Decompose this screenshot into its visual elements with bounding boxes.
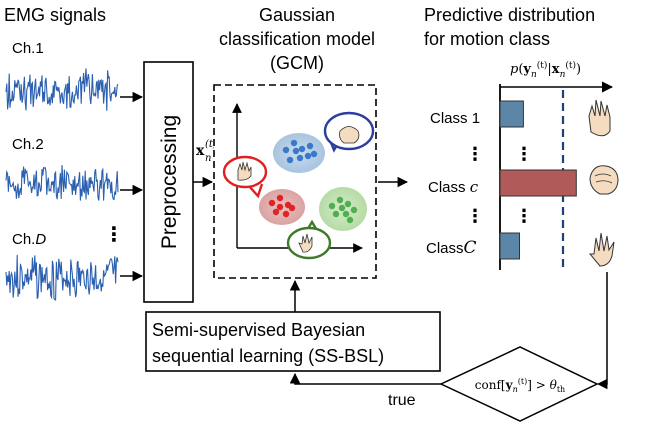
prob-bar-class-c — [499, 169, 577, 197]
cluster-point-blue-1 — [290, 139, 298, 147]
cluster-point-blue-0 — [282, 146, 290, 154]
cluster-point-green-2 — [344, 200, 352, 208]
cluster-point-red-4 — [282, 210, 290, 218]
cluster-blue-points — [282, 139, 318, 164]
cluster-red-points — [268, 194, 296, 218]
input-variable-sub: n — [205, 153, 211, 164]
emg-signal-d — [5, 254, 119, 301]
channel-d-label: Ch.D — [12, 231, 46, 248]
preprocessing-label: Preprocessing — [158, 115, 181, 249]
cluster-point-green-3 — [332, 210, 340, 218]
channel-ellipsis: ⋮ — [104, 224, 124, 246]
cluster-point-green-0 — [328, 202, 336, 210]
cluster-point-red-1 — [276, 194, 284, 202]
class-1-label: Class 1 — [430, 110, 480, 127]
prob-bar-class-1 — [499, 100, 524, 128]
hand-open-palm-icon — [588, 99, 611, 137]
gcm-title-line2: classification model — [219, 29, 375, 49]
hand-fist-icon — [589, 165, 619, 195]
cluster-point-blue-3 — [306, 142, 314, 150]
cluster-green-points — [328, 196, 358, 224]
prob-bar-class-C — [499, 232, 520, 260]
decision-diamond — [439, 346, 599, 422]
speech-bubble-open-palm — [222, 155, 268, 199]
emg-title: EMG signals — [4, 5, 106, 25]
cluster-point-blue-6 — [304, 152, 312, 160]
class-C-label: ClassC — [426, 238, 477, 258]
hand-spread-icon — [588, 232, 615, 267]
cluster-point-blue-2 — [298, 145, 306, 153]
true-label: true — [388, 392, 416, 409]
emg-signal-2 — [5, 165, 119, 201]
cluster-point-red-3 — [272, 208, 280, 216]
ssbsl-line1: Semi-supervised Bayesian — [152, 320, 365, 340]
cluster-point-green-4 — [342, 210, 350, 218]
cluster-point-blue-8 — [310, 150, 318, 158]
cluster-point-red-5 — [288, 204, 296, 212]
gcm-title-line1: Gaussian — [259, 5, 335, 25]
speech-bubble-fist — [323, 111, 375, 153]
bar-ellipsis-1: ⋮ — [515, 144, 533, 164]
input-variable-sup: (t) — [205, 139, 217, 150]
class-ellipsis-1: ⋮ — [466, 144, 484, 164]
channel-2-label: Ch.2 — [12, 136, 44, 153]
cluster-point-green-1 — [336, 196, 344, 204]
cluster-point-blue-7 — [292, 147, 300, 155]
predictive-bars — [499, 100, 577, 260]
preprocessing-box — [143, 61, 194, 303]
input-variable: x — [196, 143, 205, 159]
predictive-axis-label: p(yn(t)|xn(t)) — [510, 60, 581, 80]
feedback-line-from-predictive — [596, 272, 608, 390]
speech-bubble-spread-hand — [286, 219, 332, 260]
cluster-point-blue-4 — [286, 156, 294, 164]
cluster-point-blue-5 — [296, 154, 304, 162]
predictive-title-line1: Predictive distribution — [424, 5, 595, 25]
decision-condition: conf[yn(t)] > θth — [475, 377, 565, 394]
emg-signal-1 — [5, 68, 119, 111]
cluster-blue — [273, 133, 325, 173]
class-ellipsis-2: ⋮ — [466, 206, 484, 226]
cluster-point-green-6 — [338, 204, 346, 212]
cluster-point-green-7 — [346, 216, 354, 224]
ssbsl-box — [145, 311, 441, 372]
channel-1-label: Ch.1 — [12, 40, 44, 57]
cluster-point-red-6 — [276, 203, 284, 211]
ssbsl-line2: sequential learning (SS-BSL) — [152, 346, 384, 366]
class-c-label: Class c — [428, 178, 479, 196]
bar-ellipsis-2: ⋮ — [515, 206, 533, 226]
cluster-point-green-5 — [350, 206, 358, 214]
gcm-title-line3: (GCM) — [270, 53, 324, 73]
cluster-point-red-0 — [268, 199, 276, 207]
predictive-title-line2: for motion class — [424, 29, 550, 49]
feedback-line-true — [289, 372, 441, 385]
